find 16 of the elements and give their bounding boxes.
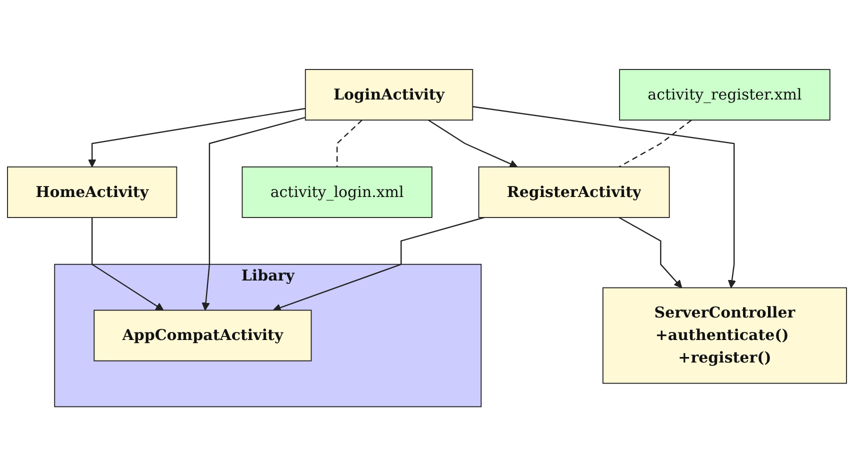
arrow bbox=[202, 116, 306, 310]
connector bbox=[336, 120, 362, 167]
node-box: AppCompatActivity bbox=[94, 310, 312, 362]
node-box: activity_login.xml bbox=[242, 166, 432, 218]
connector bbox=[618, 119, 692, 168]
arrow bbox=[91, 217, 164, 310]
arrow bbox=[618, 216, 682, 288]
node-box: ServerController +authenticate() +register() bbox=[602, 287, 847, 384]
node-box: LoginActivity bbox=[304, 68, 474, 120]
node-box: activity_register.xml bbox=[619, 68, 830, 120]
arrow bbox=[428, 119, 518, 168]
arrow bbox=[472, 106, 736, 288]
node-box: HomeActivity bbox=[7, 166, 178, 218]
node-box: RegisterActivity bbox=[478, 166, 670, 218]
arrow bbox=[272, 216, 484, 312]
arrow bbox=[88, 108, 306, 168]
